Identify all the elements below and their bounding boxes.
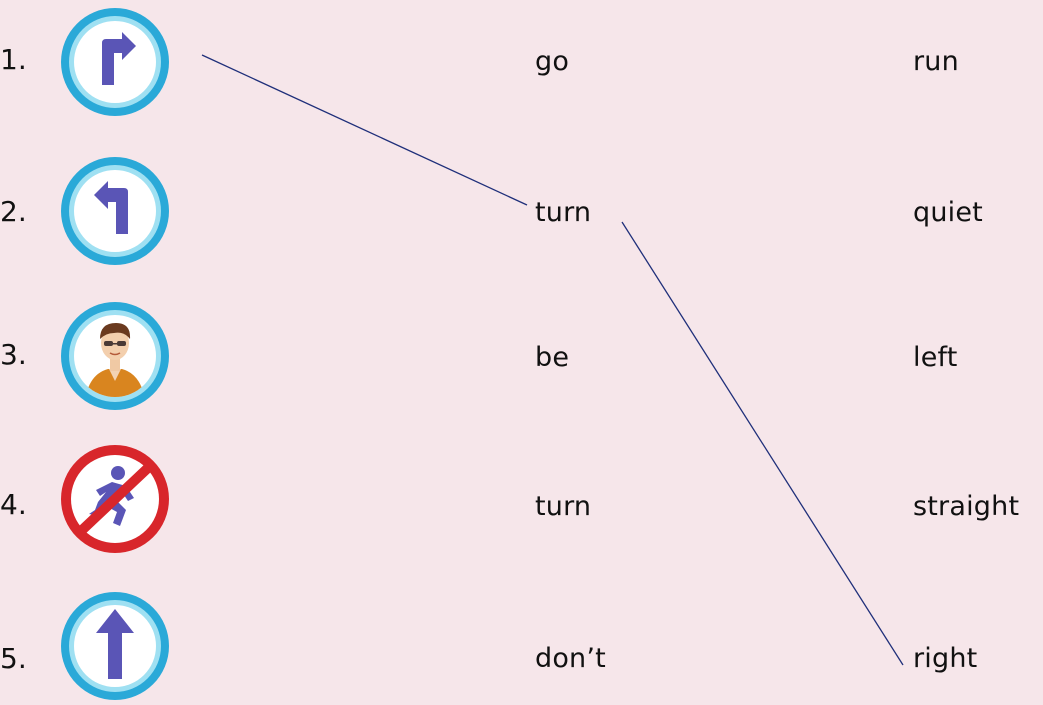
middle-word-dont[interactable]: don’t <box>535 643 606 674</box>
straight-ahead-arrow-icon[interactable] <box>56 587 174 705</box>
middle-word-turn[interactable]: turn <box>535 197 592 228</box>
item-number-2: 2. <box>0 195 27 228</box>
turn-left-arrow-icon[interactable] <box>56 152 174 270</box>
matching-exercise: 1. 2. 3. 4. 5. <box>0 3 1020 700</box>
item-number-5: 5. <box>0 642 27 675</box>
quiet-person-icon[interactable] <box>56 297 174 415</box>
middle-word-be[interactable]: be <box>535 342 570 373</box>
middle-word-go[interactable]: go <box>535 46 570 77</box>
item-number-3: 3. <box>0 338 27 371</box>
right-word-right[interactable]: right <box>913 643 978 674</box>
no-running-icon[interactable] <box>56 440 174 558</box>
right-word-run[interactable]: run <box>913 46 959 77</box>
item-number-1: 1. <box>0 43 27 76</box>
right-word-left[interactable]: left <box>913 342 958 373</box>
item-number-4: 4. <box>0 488 27 521</box>
turn-right-arrow-icon[interactable] <box>56 3 174 121</box>
connector-line-turn-to-right <box>621 221 904 666</box>
connector-line-1-to-turn <box>201 54 528 206</box>
right-word-quiet[interactable]: quiet <box>913 197 983 228</box>
middle-word-turn-2[interactable]: turn <box>535 491 592 522</box>
right-word-straight[interactable]: straight <box>913 491 1020 522</box>
